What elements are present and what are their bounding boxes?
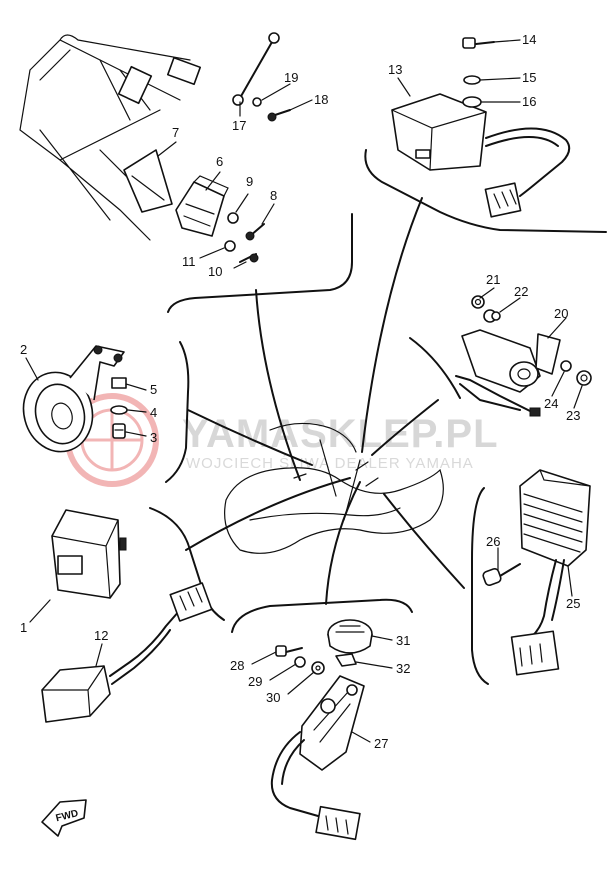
washer-19 <box>252 97 262 107</box>
part-number-15: 15 <box>522 70 536 85</box>
group-dividers <box>149 149 607 685</box>
part-number-23: 23 <box>566 408 580 423</box>
callout-lines <box>25 39 583 743</box>
part-number-6: 6 <box>216 154 223 169</box>
part-number-22: 22 <box>514 284 528 299</box>
watermark-brand: YAMASKLEP.PL <box>182 412 499 456</box>
center-frame-outline <box>224 422 444 554</box>
part-number-12: 12 <box>94 628 108 643</box>
part-number-17: 17 <box>232 118 246 133</box>
horn-2 <box>22 345 125 453</box>
bolt-26 <box>482 563 521 586</box>
part-number-21: 21 <box>486 272 500 287</box>
part-number-14: 14 <box>522 32 536 47</box>
control-unit-12 <box>41 582 213 723</box>
washer-15 <box>463 75 481 85</box>
washer-4 <box>110 405 128 415</box>
watermark: YAMASKLEP.PL WOJCIECH ŚLIWA DEALER YAMAH… <box>65 393 499 487</box>
screw-28 <box>275 645 303 657</box>
bolt-10 <box>239 253 259 263</box>
part-number-32: 32 <box>396 661 410 676</box>
main-switch-27 <box>270 675 365 841</box>
part-number-8: 8 <box>270 188 277 203</box>
part-number-31: 31 <box>396 633 410 648</box>
part-number-7: 7 <box>172 125 179 140</box>
starter-relay-20 <box>455 309 561 417</box>
cdi-unit-13 <box>391 93 571 218</box>
part-number-28: 28 <box>230 658 244 673</box>
part-number-20: 20 <box>554 306 568 321</box>
nut-23 <box>576 370 592 386</box>
flasher-relay-1 <box>51 509 127 599</box>
part-number-13: 13 <box>388 62 402 77</box>
part-number-4: 4 <box>150 405 157 420</box>
part-number-19: 19 <box>284 70 298 85</box>
bolt-18 <box>267 109 291 122</box>
relay-6 <box>175 175 229 237</box>
part-number-26: 26 <box>486 534 500 549</box>
washer-30 <box>311 661 325 675</box>
part-number-3: 3 <box>150 430 157 445</box>
part-number-5: 5 <box>150 382 157 397</box>
bolt-3 <box>112 423 126 439</box>
part-number-27: 27 <box>374 736 388 751</box>
washer-29 <box>294 656 306 668</box>
part-number-9: 9 <box>246 174 253 189</box>
part-number-10: 10 <box>208 264 222 279</box>
watermark-tagline: WOJCIECH ŚLIWA DEALER YAMAHA <box>186 454 474 472</box>
fwd-label: FWD <box>55 808 80 824</box>
frame-section <box>19 34 202 241</box>
washer-24 <box>560 360 572 372</box>
leader-lines <box>185 197 465 605</box>
bracket-7 <box>123 149 173 213</box>
part-number-29: 29 <box>248 674 262 689</box>
part-number-1: 1 <box>20 620 27 635</box>
part-number-18: 18 <box>314 92 328 107</box>
fwd-direction-marker: FWD <box>41 799 87 837</box>
part-number-24: 24 <box>544 396 558 411</box>
screw-14 <box>462 37 495 49</box>
part-number-30: 30 <box>266 690 280 705</box>
washer-22 <box>491 311 501 321</box>
contact-32 <box>335 653 357 667</box>
part-number-labels: 1 2 3 4 5 6 7 8 9 10 11 12 13 14 15 16 1… <box>20 32 580 751</box>
washer-9 <box>227 212 239 224</box>
part-number-25: 25 <box>566 596 580 611</box>
switch-cap-31 <box>327 619 373 654</box>
nut-21 <box>471 295 485 309</box>
washer-16 <box>462 96 482 108</box>
rectifier-regulator-25 <box>510 469 591 676</box>
part-number-16: 16 <box>522 94 536 109</box>
washer-11 <box>224 240 236 252</box>
part-number-2: 2 <box>20 342 27 357</box>
part-number-11: 11 <box>182 254 196 269</box>
nut-5 <box>111 377 127 389</box>
bolt-8 <box>245 223 265 241</box>
